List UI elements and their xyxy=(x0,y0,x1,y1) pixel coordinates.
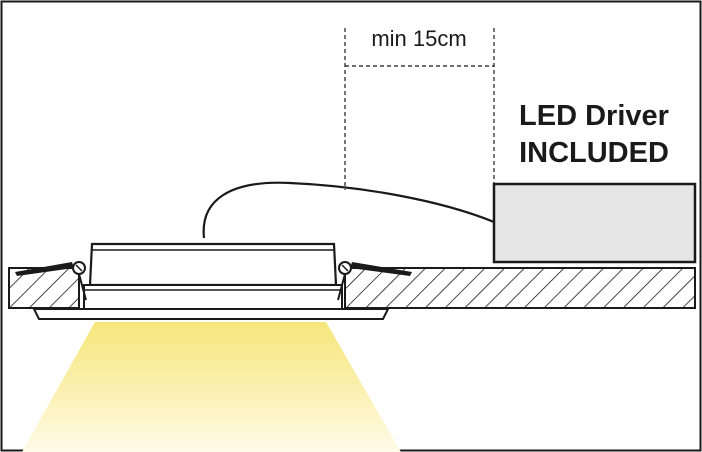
dimension-label: min 15cm xyxy=(371,26,466,51)
power-cable xyxy=(202,181,495,239)
driver-label-line1: LED Driver xyxy=(519,100,669,132)
downlight-trim-ring xyxy=(32,308,390,320)
driver-label-line2: INCLUDED xyxy=(519,137,669,169)
light-beam xyxy=(22,322,401,452)
spring-clip-left xyxy=(15,261,87,301)
spring-clip-right xyxy=(337,261,412,301)
led-driver-box xyxy=(492,182,697,264)
distance-dimension xyxy=(344,28,495,190)
downlight-inner-body xyxy=(83,284,343,310)
